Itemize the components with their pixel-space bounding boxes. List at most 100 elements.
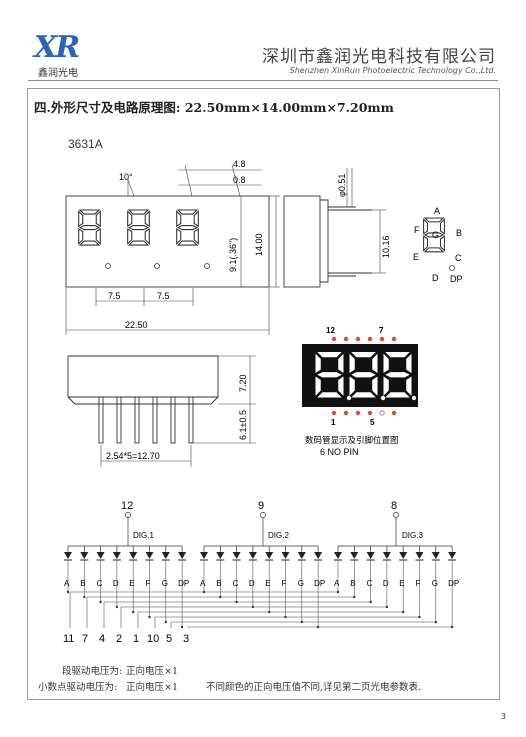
seg-b: B	[456, 228, 462, 238]
diode-1-dp	[178, 546, 187, 629]
dim-7-5-b: 7.5	[157, 291, 170, 301]
seg-label: G	[298, 579, 304, 588]
bottom-pin-numbers: 11 7 4 2 1 10 5 3	[63, 633, 189, 645]
display-digit-1	[315, 352, 352, 401]
note-segment-value: 正向电压×1	[126, 666, 179, 677]
seg-label: DP	[314, 579, 325, 588]
front-digit-1	[78, 209, 111, 269]
dig1-pin: 12	[121, 500, 133, 512]
seg-label: D	[113, 579, 119, 588]
svg-text:4: 4	[99, 633, 105, 645]
front-digit-2	[127, 209, 160, 269]
seg-g: G	[432, 230, 439, 240]
circuit-diagram	[68, 518, 452, 547]
seg-label: DP	[448, 579, 459, 588]
dim-pitch: 2.54*5=12.70	[106, 451, 160, 461]
diode-1-g	[161, 546, 170, 624]
diode-1-a	[64, 546, 72, 594]
dim-0-8: 0.8	[233, 175, 246, 185]
seg-a: A	[434, 206, 440, 216]
diode-1-d	[112, 546, 121, 609]
seg-dp: DP	[450, 274, 463, 284]
dim-6-1: 6.1±0.5	[238, 410, 248, 440]
dim-9-1: 9.1(.36")	[228, 238, 238, 272]
diode-1-f	[145, 546, 154, 619]
dim-14-00: 14.00	[254, 233, 264, 256]
seg-label: C	[233, 579, 239, 588]
seg-label: C	[367, 579, 373, 588]
dim-7-20: 7.20	[238, 374, 248, 392]
diode-2-c	[232, 546, 241, 604]
top-pin-dots	[331, 336, 397, 342]
bus-wires	[69, 591, 453, 628]
company-logo: XR	[34, 30, 80, 65]
diode-array	[64, 546, 457, 629]
side-view	[283, 195, 372, 288]
model-number: 3631A	[68, 137, 103, 151]
note-dp-value: 正向电压×1	[126, 682, 179, 693]
diode-3-g	[431, 546, 440, 624]
dig3-pin: 8	[391, 500, 397, 512]
seg-label: E	[129, 579, 134, 588]
no-pin-note: 6 NO PIN	[320, 447, 359, 457]
diode-3-b	[350, 546, 359, 599]
bottom-pin-dots	[331, 410, 397, 416]
display-digit-2	[349, 352, 386, 401]
seg-label: A	[64, 579, 70, 588]
diode-3-d	[382, 546, 391, 609]
diode-3-dp	[448, 546, 457, 629]
display-digit-3	[383, 352, 417, 401]
seg-label: B	[80, 579, 85, 588]
diode-3-f	[415, 546, 424, 619]
pin-label-1: 1	[331, 418, 336, 427]
segment-diagram	[423, 217, 455, 271]
page-number: 3	[500, 712, 506, 721]
diode-1-c	[96, 546, 105, 604]
seg-label: C	[97, 579, 103, 588]
dim-22-50: 22.50	[125, 320, 148, 330]
svg-text:1: 1	[133, 633, 139, 645]
seg-label: A	[334, 579, 340, 588]
company-name-cn: 深圳市鑫润光电科技有限公司	[262, 47, 496, 67]
svg-text:11: 11	[63, 633, 74, 645]
svg-text:5: 5	[166, 633, 172, 645]
seg-label: E	[265, 579, 270, 588]
logo-subtitle: 鑫润光电	[38, 68, 78, 79]
dig2-label: DIG.2	[268, 531, 289, 540]
dig2-pin: 9	[258, 500, 264, 512]
seg-label: B	[216, 579, 221, 588]
note-dp-label: 小数点驱动电压为:	[38, 682, 118, 693]
diode-1-b	[80, 546, 89, 599]
front-digit-3	[176, 209, 210, 269]
dim-phi-0-51: φ0.51	[337, 174, 347, 197]
company-name-en: Shenzhen XinRun Photoelectric Technology…	[289, 66, 496, 75]
svg-text:10: 10	[147, 633, 159, 645]
seg-label: B	[350, 579, 355, 588]
section-title: 四.外形尺寸及电路原理图: 22.50mm×14.00mm×7.20mm	[34, 100, 394, 115]
seg-f: F	[414, 225, 420, 235]
seg-e: E	[413, 252, 419, 262]
note-segment-label: 段驱动电压为:	[62, 666, 123, 677]
svg-text:7: 7	[82, 633, 88, 645]
seg-label: G	[432, 579, 438, 588]
bottom-view	[67, 355, 219, 444]
dig3-label: DIG.3	[402, 531, 423, 540]
dim-4-8: 4.8	[233, 159, 246, 169]
seg-d: D	[432, 273, 439, 283]
pin-label-7: 7	[379, 326, 384, 335]
seg-label: F	[416, 579, 421, 588]
seg-c: C	[455, 253, 462, 263]
seg-label: D	[383, 579, 389, 588]
content-frame	[27, 88, 500, 700]
diode-2-g	[297, 546, 306, 624]
seg-label: DP	[178, 579, 189, 588]
note-dp-extra: 不同颜色的正向电压值不同,详见第二页光电参数表.	[206, 682, 422, 693]
seg-label: F	[282, 579, 287, 588]
diode-3-c	[366, 546, 375, 604]
pin-label-12: 12	[326, 326, 335, 335]
dig1-label: DIG.1	[133, 531, 154, 540]
svg-text:2: 2	[116, 633, 122, 645]
dim-angle: 10°	[119, 172, 133, 182]
